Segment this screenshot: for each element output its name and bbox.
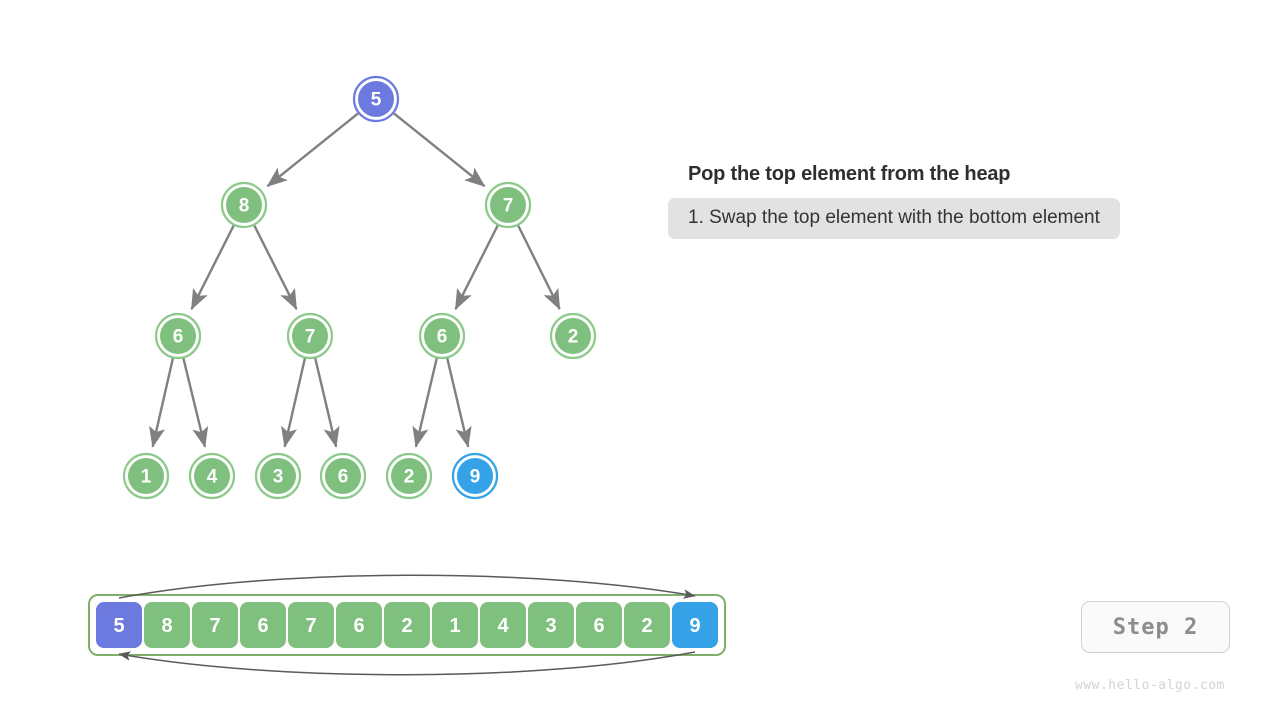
array-cell-label: 1	[449, 615, 460, 637]
tree-edge	[149, 358, 175, 448]
tree-node[interactable]: 2	[385, 452, 433, 500]
tree-node[interactable]: 1	[122, 452, 170, 500]
tree-nodes: 5 8 7 6 7 6 2 1 4 3 6 2 9	[122, 75, 597, 500]
array-cell[interactable]: 6	[240, 602, 286, 648]
tree-edge	[266, 112, 359, 188]
tree-node-label: 7	[305, 327, 316, 348]
tree-edge	[446, 358, 472, 448]
array-cell[interactable]: 3	[528, 602, 574, 648]
tree-node-label: 6	[338, 467, 349, 488]
tree-edge	[412, 358, 438, 448]
array-cell[interactable]: 1	[432, 602, 478, 648]
tree-node-label: 9	[470, 467, 481, 488]
tree-node[interactable]: 6	[319, 452, 367, 500]
array-cell-label: 2	[641, 615, 652, 637]
tree-node-label: 1	[141, 467, 152, 488]
array-cell-label: 6	[593, 615, 604, 637]
watermark: www.hello-algo.com	[1075, 678, 1225, 693]
array-representation: 5 8 7 6 7 6 2 1 4 3 6 2 9	[88, 594, 726, 656]
step-badge: Step 2	[1081, 601, 1230, 653]
tree-node-label: 2	[568, 327, 579, 348]
tree-node[interactable]: 4	[188, 452, 236, 500]
tree-node-label: 7	[503, 196, 514, 217]
tree-edge	[253, 225, 298, 311]
array-cell[interactable]: 9	[672, 602, 718, 648]
array-cell-label: 6	[353, 615, 364, 637]
array-cell[interactable]: 6	[336, 602, 382, 648]
array-cell[interactable]: 2	[384, 602, 430, 648]
array-cell-label: 7	[305, 615, 316, 637]
swap-arrow-top	[118, 574, 696, 599]
tree-edge	[314, 358, 340, 448]
tree-node[interactable]: 9	[451, 452, 499, 500]
step-description: 1. Swap the top element with the bottom …	[668, 198, 1120, 239]
tree-edge	[182, 358, 209, 448]
array-cell[interactable]: 2	[624, 602, 670, 648]
tree-node-label: 3	[273, 467, 284, 488]
tree-node-label: 2	[404, 467, 415, 488]
tree-node[interactable]: 2	[549, 312, 597, 360]
tree-edge	[393, 112, 486, 188]
tree-node-label: 8	[239, 196, 250, 217]
tree-node[interactable]: 6	[154, 312, 202, 360]
array-container-outline	[88, 594, 726, 656]
tree-edges	[149, 112, 561, 448]
array-cell-label: 5	[113, 615, 124, 637]
tree-node-label: 5	[371, 90, 382, 111]
array-cell-label: 3	[545, 615, 556, 637]
tree-node[interactable]: 5	[352, 75, 400, 123]
swap-arrows	[118, 574, 696, 676]
tree-node-label: 4	[207, 467, 218, 488]
tree-node[interactable]: 7	[484, 181, 532, 229]
array-cell-label: 9	[689, 615, 700, 637]
tree-edge	[281, 358, 307, 448]
tree-node-label: 6	[173, 327, 184, 348]
array-cell[interactable]: 8	[144, 602, 190, 648]
tree-edge	[517, 225, 561, 310]
array-cell-label: 2	[401, 615, 412, 637]
tree-node[interactable]: 7	[286, 312, 334, 360]
page-title: Pop the top element from the heap	[688, 163, 1011, 185]
tree-node-label: 6	[437, 327, 448, 348]
info-panel: Pop the top element from the heap 1. Swa…	[668, 163, 1248, 239]
tree-node[interactable]: 6	[418, 312, 466, 360]
array-cell-label: 6	[257, 615, 268, 637]
array-cell-label: 7	[209, 615, 220, 637]
array-cell[interactable]: 7	[192, 602, 238, 648]
array-cell[interactable]: 5	[96, 602, 142, 648]
tree-edge	[454, 225, 499, 311]
array-cell[interactable]: 6	[576, 602, 622, 648]
array-cell-label: 8	[161, 615, 172, 637]
swap-arrow-bottom	[118, 651, 696, 676]
array-cell[interactable]: 7	[288, 602, 334, 648]
tree-edge	[190, 225, 235, 311]
tree-node[interactable]: 8	[220, 181, 268, 229]
tree-node[interactable]: 3	[254, 452, 302, 500]
array-cell-label: 4	[497, 615, 509, 637]
array-cell[interactable]: 4	[480, 602, 526, 648]
